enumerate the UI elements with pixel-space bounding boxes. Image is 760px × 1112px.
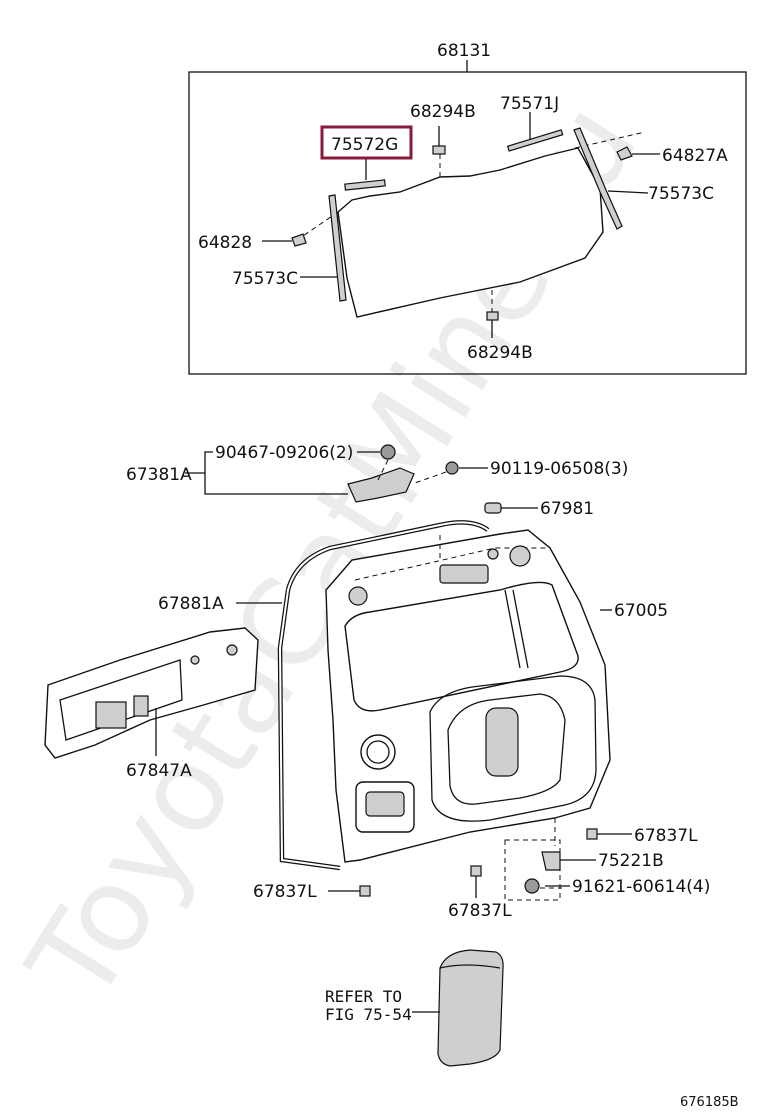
label-64827A: 64827A	[662, 146, 728, 166]
part-75571J-strip	[506, 129, 564, 152]
label-67837L-left: 67837L	[253, 882, 317, 902]
label-75572G: 75572G	[331, 135, 398, 155]
part-75221B-bracket	[541, 851, 561, 871]
label-90467-bolt: 90467-09206(2)	[215, 443, 353, 463]
label-75573C-left: 75573C	[232, 269, 298, 289]
part-75572G-strip	[344, 179, 386, 191]
figure-id: 676185B	[680, 1095, 739, 1110]
part-67837L-clip-left	[359, 885, 371, 897]
back-door-assembly: 90467-09206(2) 67381A 90119-06508(3) 679…	[44, 443, 710, 1067]
label-68131: 68131	[437, 41, 491, 61]
label-67381A: 67381A	[126, 465, 192, 485]
label-67881A: 67881A	[158, 594, 224, 614]
door-window-opening	[344, 581, 579, 712]
highlight-box-75572G	[320, 125, 413, 160]
back-window-glass	[337, 147, 604, 318]
part-67381A-hinge	[347, 467, 415, 503]
refer-text-line2: FIG 75-54	[325, 1005, 412, 1024]
refer-text-line1: REFER TO	[325, 987, 402, 1006]
part-68294B-bottom-spacer	[486, 311, 499, 321]
part-91621-bolt	[524, 878, 540, 894]
label-67837L-right: 67837L	[634, 826, 698, 846]
label-67981: 67981	[540, 499, 594, 519]
part-75573C-left	[328, 194, 347, 302]
label-75221B: 75221B	[598, 851, 664, 871]
glass-group: 68131 68294B 75571J 75572G 64827A	[188, 41, 747, 375]
part-64827A-clip	[616, 146, 633, 161]
label-90119-bolt: 90119-06508(3)	[490, 459, 628, 479]
part-64828-clip	[291, 233, 307, 247]
door-latch-opening	[485, 707, 519, 777]
label-67837L-bottom: 67837L	[448, 901, 512, 921]
label-68294B-top: 68294B	[410, 102, 476, 122]
label-91621-bolt: 91621-60614(4)	[572, 877, 710, 897]
label-64828: 64828	[198, 233, 252, 253]
label-67005: 67005	[614, 601, 668, 621]
part-75573C-right	[573, 127, 623, 230]
label-75571J: 75571J	[500, 94, 559, 114]
part-67837L-clip-right	[586, 828, 598, 840]
label-68294B-bottom: 68294B	[467, 343, 533, 363]
part-67981-stopper	[484, 502, 502, 514]
back-door-cover-part	[437, 949, 504, 1067]
part-67837L-clip-bottom	[470, 865, 482, 877]
label-67847A: 67847A	[126, 761, 192, 781]
part-68294B-top-spacer	[432, 145, 446, 155]
label-75573C-right: 75573C	[648, 184, 714, 204]
